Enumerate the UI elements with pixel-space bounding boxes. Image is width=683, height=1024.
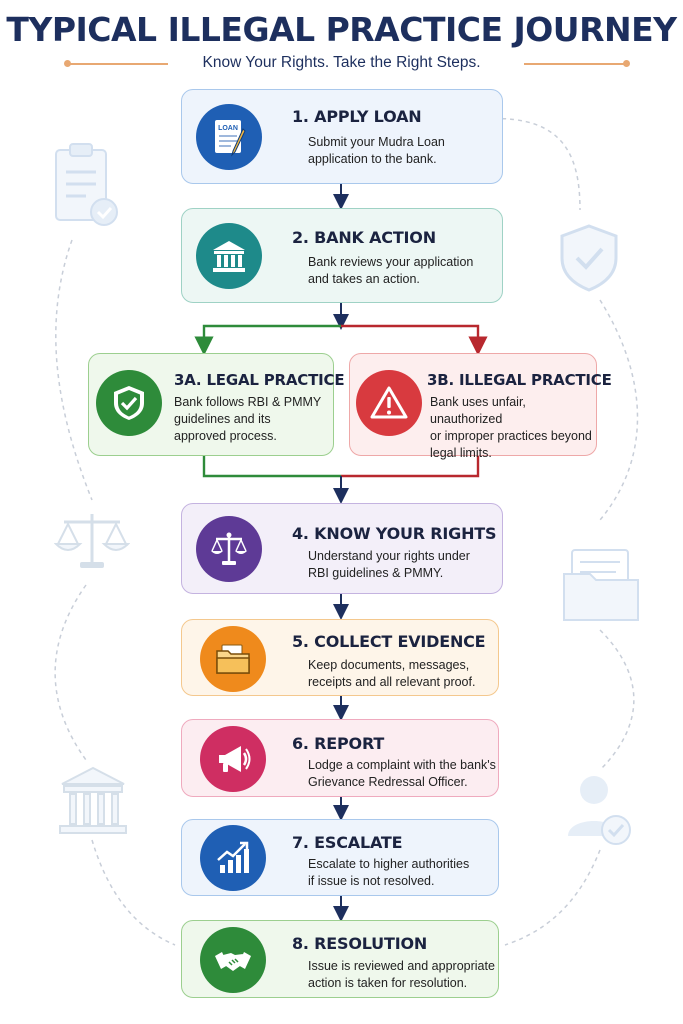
- desc-line: and takes an action.: [308, 272, 420, 286]
- step-description: Keep documents, messages, receipts and a…: [308, 657, 475, 691]
- step-description: Escalate to higher authorities if issue …: [308, 856, 469, 890]
- scales-outline-icon: [54, 514, 130, 568]
- desc-line: Bank uses unfair, unauthorized: [430, 395, 526, 426]
- step-badge: [200, 927, 266, 993]
- step-escalate: 7. ESCALATE Escalate to higher authoriti…: [181, 819, 499, 896]
- step-title: 7. ESCALATE: [292, 833, 403, 852]
- step-title: 3A. LEGAL PRACTICE: [174, 371, 345, 389]
- dashed-curve: [599, 299, 639, 521]
- clipboard-icon: [55, 143, 118, 226]
- step-badge: [200, 726, 266, 792]
- bank-building-icon: [213, 241, 245, 272]
- dashed-curve: [504, 849, 601, 946]
- step-badge: [196, 223, 262, 289]
- step-description: Lodge a complaint with the bank's Grieva…: [308, 757, 496, 791]
- shield-check-icon: [114, 386, 144, 420]
- subtitle-dot-right: [623, 60, 630, 67]
- step-collect-evidence: 5. COLLECT EVIDENCE Keep documents, mess…: [181, 619, 499, 696]
- step-badge: [356, 370, 422, 436]
- desc-line: guidelines and its: [174, 412, 271, 426]
- step-know-your-rights: 4. KNOW YOUR RIGHTS Understand your righ…: [181, 503, 503, 594]
- step-title: 6. REPORT: [292, 734, 385, 753]
- desc-line: Bank reviews your application: [308, 255, 474, 269]
- legal-merge-line: [202, 456, 341, 478]
- dashed-curve: [54, 584, 87, 761]
- desc-line: Keep documents, messages,: [308, 658, 470, 672]
- warning-triangle-icon: [370, 386, 408, 419]
- desc-line: Bank follows RBI & PMMY: [174, 395, 322, 409]
- subtitle-rule-right: [524, 63, 626, 65]
- desc-line: legal limits.: [430, 446, 492, 460]
- desc-line: approved process.: [174, 429, 277, 443]
- step-legal-practice: 3A. LEGAL PRACTICE Bank follows RBI & PM…: [88, 353, 345, 456]
- step-description: Issue is reviewed and appropriate action…: [308, 958, 495, 992]
- step-title: 8. RESOLUTION: [292, 934, 428, 953]
- step-badge: [196, 516, 262, 582]
- folder-outline-icon: [563, 549, 639, 621]
- arrow-to-illegal: [341, 324, 488, 356]
- subtitle-rule-left: [68, 63, 168, 65]
- dashed-curve: [55, 239, 93, 501]
- page-subtitle: Know Your Rights. Take the Right Steps.: [202, 54, 481, 71]
- arrow-to-legal: [194, 324, 341, 356]
- dashed-curve: [599, 629, 635, 771]
- step-title: 1. APPLY LOAN: [292, 107, 422, 126]
- step-apply-loan: LOAN 1. APPLY LOAN Submit your Mudra Loa…: [181, 89, 503, 184]
- page-title: TYPICAL ILLEGAL PRACTICE JOURNEY: [6, 10, 677, 49]
- step-badge: [200, 626, 266, 692]
- step-report: 6. REPORT Lodge a complaint with the ban…: [181, 719, 499, 797]
- step-illegal-practice: 3B. ILLEGAL PRACTICE Bank uses unfair, u…: [349, 353, 612, 460]
- step-badge: [96, 370, 162, 436]
- desc-line: Lodge a complaint with the bank's: [308, 758, 496, 772]
- desc-line: receipts and all relevant proof.: [308, 675, 476, 689]
- shield-outline-icon: [560, 224, 618, 292]
- desc-line: or improper practices beyond: [430, 429, 592, 443]
- step-badge: [200, 825, 266, 891]
- courthouse-outline-icon: [59, 766, 127, 834]
- desc-line: Submit your Mudra Loan: [308, 135, 445, 149]
- megaphone-icon: [219, 746, 251, 772]
- illegal-merge-line: [341, 456, 480, 478]
- doc-label: LOAN: [218, 125, 238, 132]
- loan-document-icon: LOAN: [215, 120, 246, 157]
- step-bank-action: 2. BANK ACTION Bank reviews your applica…: [181, 208, 503, 303]
- desc-line: action is taken for resolution.: [308, 976, 468, 990]
- folder-icon: [216, 644, 250, 674]
- step-title: 4. KNOW YOUR RIGHTS: [292, 524, 497, 543]
- desc-line: Issue is reviewed and appropriate: [308, 959, 495, 973]
- step-badge: LOAN: [196, 104, 262, 170]
- step-title: 5. COLLECT EVIDENCE: [292, 632, 486, 651]
- rising-chart-icon: [217, 841, 249, 873]
- step-description: Submit your Mudra Loan application to th…: [308, 134, 445, 168]
- step-description: Understand your rights under RBI guideli…: [308, 548, 470, 582]
- step-title: 3B. ILLEGAL PRACTICE: [427, 371, 612, 389]
- step-description: Bank follows RBI & PMMY guidelines and i…: [174, 394, 321, 445]
- desc-line: RBI guidelines & PMMY.: [308, 566, 444, 580]
- desc-line: Understand your rights under: [308, 549, 470, 563]
- user-check-icon: [568, 776, 631, 845]
- dashed-curve: [91, 839, 176, 946]
- desc-line: Grievance Redressal Officer.: [308, 775, 468, 789]
- desc-line: Escalate to higher authorities: [308, 857, 470, 871]
- desc-line: if issue is not resolved.: [308, 874, 435, 888]
- subtitle-dot-left: [64, 60, 71, 67]
- step-description: Bank reviews your application and takes …: [308, 254, 473, 288]
- desc-line: application to the bank.: [308, 152, 437, 166]
- step-title: 2. BANK ACTION: [292, 228, 436, 247]
- step-resolution: 8. RESOLUTION Issue is reviewed and appr…: [181, 920, 499, 998]
- scales-icon: [211, 532, 247, 565]
- step-description: Bank uses unfair, unauthorized or improp…: [430, 394, 596, 462]
- handshake-icon: [215, 952, 251, 971]
